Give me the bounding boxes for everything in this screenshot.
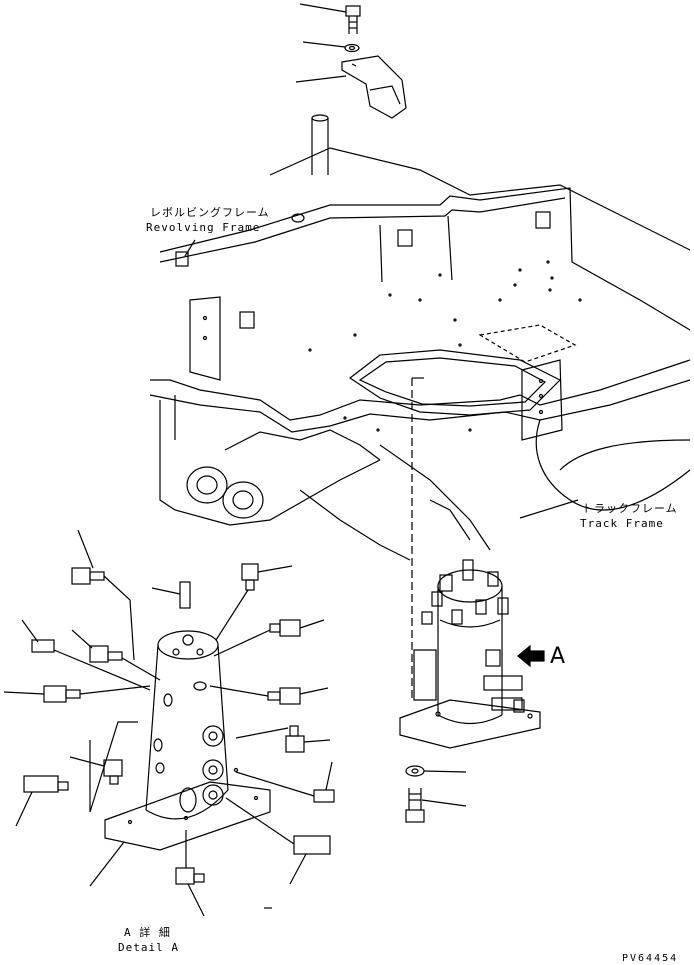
track-frame (159, 395, 691, 561)
bottom-bolt (405, 788, 467, 823)
view-arrow-letter: A (550, 644, 566, 669)
view-arrow (517, 644, 545, 668)
bottom-washer (405, 765, 467, 777)
top-washer (302, 41, 360, 53)
revolving-frame-label-en: Revolving Frame (146, 221, 261, 234)
detail-a-label-en: Detail A (118, 941, 179, 954)
detail-a-swivel-joint (104, 630, 271, 851)
drawing-code: PV64454 (622, 953, 679, 964)
detail-a-label-jp: A 詳 細 (124, 926, 171, 939)
swivel-joint-installed (399, 559, 541, 749)
revolving-frame-leader (184, 239, 196, 257)
detail-a-fittings (3, 529, 335, 917)
track-frame-label-en: Track Frame (580, 517, 664, 530)
track-frame-leader (519, 499, 579, 519)
track-frame-label-jp: トラックフレーム (582, 502, 678, 515)
revolving-frame-label-jp: レボルビングフレーム (150, 206, 270, 219)
revolving-frame (149, 114, 691, 441)
mounting-bracket (295, 55, 407, 119)
top-bolt (299, 3, 361, 34)
